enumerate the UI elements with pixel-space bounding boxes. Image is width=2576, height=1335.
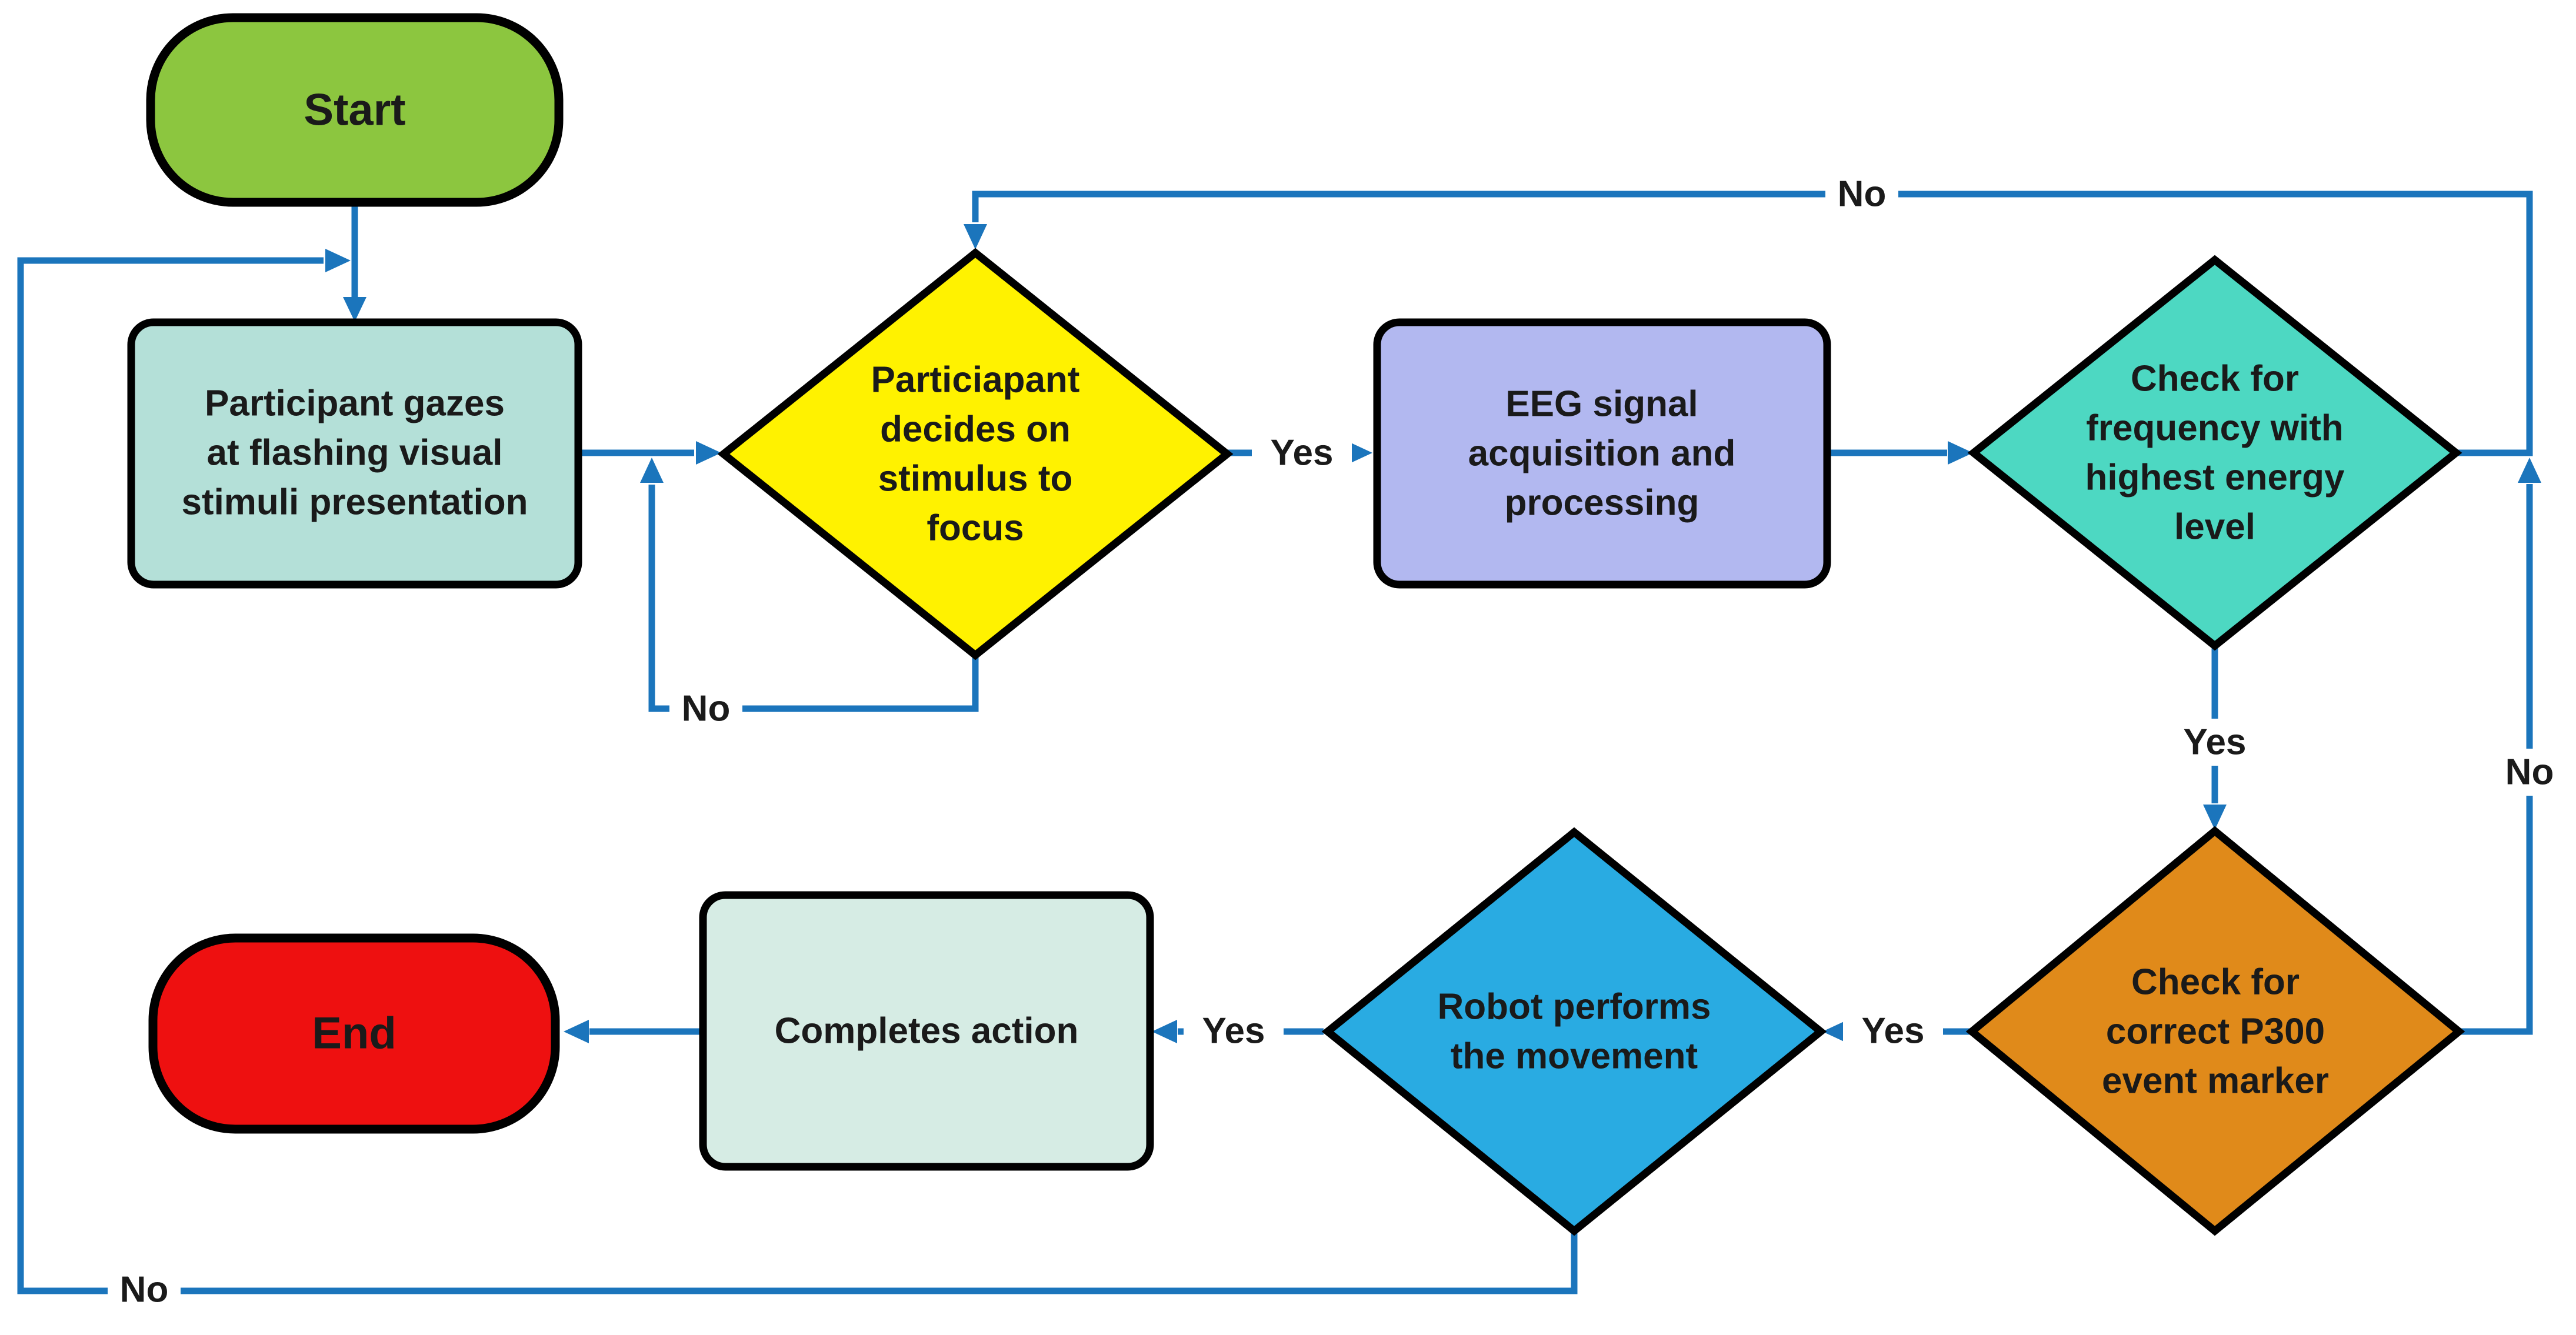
decide-no-label-bg <box>669 685 742 732</box>
freq-diamond-line1: Check for <box>2131 359 2299 399</box>
freq-decision-diamond <box>1967 255 2462 651</box>
arrowhead-robot-yes-to-completes <box>1152 1020 1177 1043</box>
robot-yes-label: Yes <box>1202 1011 1265 1052</box>
decide-diamond-line1: Particiapant <box>871 360 1080 400</box>
freq-diamond-line4: level <box>2174 507 2255 548</box>
start-node-label: Start <box>304 85 405 135</box>
p300-diamond-line2: correct P300 <box>2106 1012 2325 1052</box>
arrowhead-gaze-to-decide <box>696 441 721 465</box>
freq-yes-label-bg <box>2165 719 2265 766</box>
robot-no-label-bg <box>108 1266 181 1313</box>
edge-decide-no-loop <box>648 485 979 712</box>
eeg-node-line3: processing <box>1505 483 1699 523</box>
freq-diamond-line3: highest energy <box>2085 458 2345 498</box>
edge-p300-no-up <box>2459 484 2533 1035</box>
decide-no-label: No <box>682 689 731 729</box>
arrowhead-p300-no-up <box>2518 458 2541 483</box>
decide-yes-label-bg <box>1252 429 1352 476</box>
completes-node-label: Completes action <box>775 1011 1079 1052</box>
arrowhead-start-to-gaze <box>343 297 366 322</box>
robot-yes-label-bg <box>1184 1007 1284 1054</box>
p300-decision-diamond <box>1965 826 2465 1236</box>
start-node <box>146 13 564 207</box>
completes-process-node <box>699 891 1154 1171</box>
eeg-node-line2: acquisition and <box>1468 433 1736 474</box>
edge-robot-no-loop <box>17 257 1578 1294</box>
decide-diamond-line2: decides on <box>880 409 1071 450</box>
eeg-node-line1: EEG signal <box>1505 384 1698 425</box>
arrowhead-decide-yes-to-eeg <box>1347 441 1372 465</box>
arrowhead-decide-no-loop <box>640 458 664 483</box>
arrowhead-completes-to-end <box>564 1020 589 1043</box>
p300-no-label: No <box>2505 752 2554 793</box>
decide-decision-diamond <box>717 248 1234 660</box>
gaze-node-line2: at flashing visual <box>206 433 502 473</box>
edge-freq-no-top-loop <box>972 191 2533 456</box>
gaze-node-line1: Participant gazes <box>205 383 505 424</box>
decide-diamond-line3: stimulus to <box>878 459 1073 499</box>
arrowhead-robot-no-loop <box>325 249 351 272</box>
decide-diamond-line4: focus <box>927 508 1024 549</box>
arrowhead-p300-yes-to-robot <box>1822 1020 1848 1043</box>
robot-diamond-line2: the movement <box>1451 1036 1698 1077</box>
arrowhead-eeg-to-freq <box>1948 441 1973 465</box>
robot-diamond <box>1321 827 1827 1236</box>
p300-yes-label: Yes <box>1862 1011 1925 1052</box>
freq-no-label-bg <box>1825 171 1898 218</box>
p300-no-label-bg <box>2493 749 2566 796</box>
arrowhead-freq-no-top-loop <box>964 224 987 249</box>
decide-yes-label: Yes <box>1271 433 1334 473</box>
end-node <box>148 933 560 1134</box>
freq-no-label: No <box>1838 174 1887 215</box>
eeg-process-node <box>1373 318 1831 589</box>
end-node-label: End <box>312 1009 396 1059</box>
p300-diamond-line3: event marker <box>2102 1061 2329 1102</box>
gaze-process-node <box>127 318 582 589</box>
gaze-node-line3: stimuli presentation <box>181 482 528 523</box>
freq-yes-label: Yes <box>2184 722 2247 763</box>
arrowhead-freq-yes-to-p300 <box>2203 805 2227 830</box>
p300-yes-label-bg <box>1843 1007 1943 1054</box>
p300-diamond-line1: Check for <box>2131 962 2300 1003</box>
robot-no-label: No <box>120 1270 169 1310</box>
robot-diamond-line1: Robot performs <box>1438 987 1711 1027</box>
freq-diamond-line2: frequency with <box>2086 408 2344 449</box>
